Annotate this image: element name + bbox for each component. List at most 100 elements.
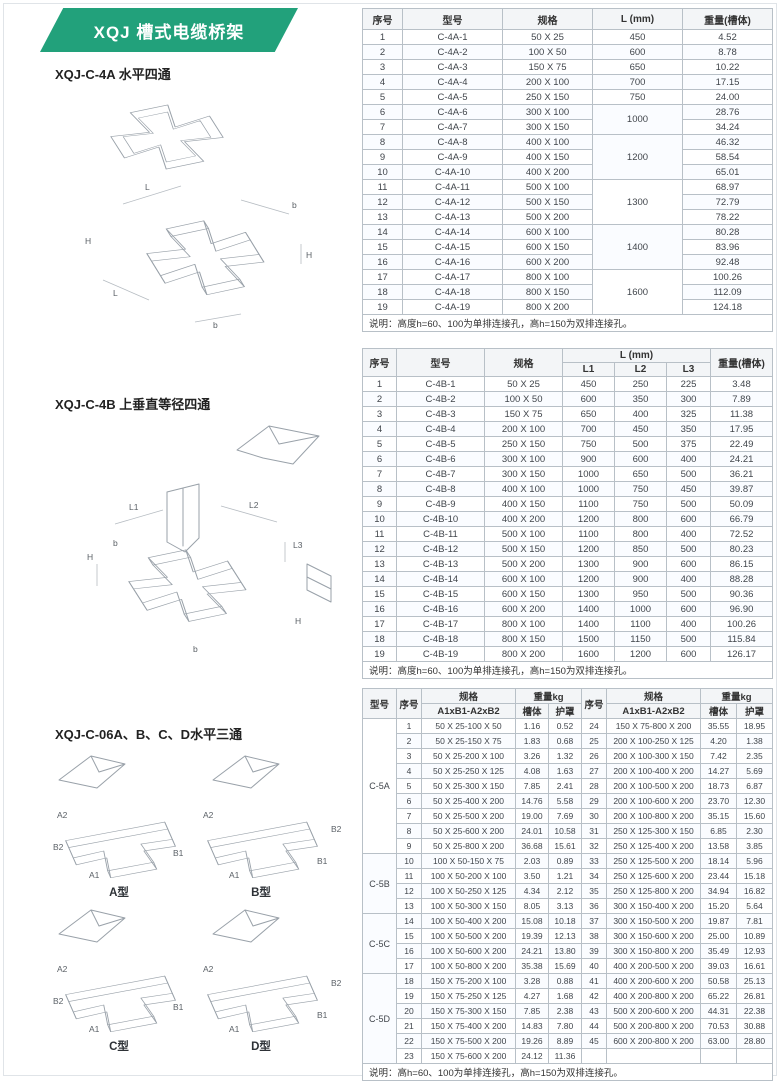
cell-spec: 50 X 25-400 X 200 (421, 793, 516, 809)
cell-spec: 50 X 25-600 X 200 (421, 823, 516, 839)
dim-label-b: b (213, 320, 218, 330)
cell-l3: 500 (666, 631, 711, 647)
cell-index: 18 (362, 284, 403, 300)
cell-l1: 1100 (562, 496, 615, 512)
cell-l1: 450 (562, 376, 615, 392)
dim-label-H: H (295, 616, 301, 626)
cell-model: C-4A-8 (402, 134, 503, 150)
channel-piece-outline (306, 563, 332, 603)
cell-l2: 350 (614, 391, 667, 407)
cell-body-weight: 14.83 (515, 1018, 549, 1034)
col-header-l1: L1 (562, 362, 615, 377)
cell-weight: 126.17 (710, 646, 773, 662)
cell-spec: 100 X 50-300 X 150 (421, 898, 516, 914)
cell-spec: 800 X 200 (502, 299, 593, 315)
cell-l3: 600 (666, 601, 711, 617)
cell-index: 20 (396, 1003, 422, 1019)
cell-weight: 100.26 (682, 269, 773, 285)
cell-model: C-4A-6 (402, 104, 503, 120)
cell-index: 3 (362, 406, 397, 422)
cell-index: 8 (362, 481, 397, 497)
cell-cover-weight: 5.64 (736, 898, 773, 914)
cell-l1: 1400 (562, 601, 615, 617)
cell-index: 14 (396, 913, 422, 929)
cell-spec: 500 X 100 (502, 179, 593, 195)
cell-spec: 250 X 125-300 X 150 (606, 823, 701, 839)
cell-index: 12 (362, 194, 403, 210)
cell-model: C-4B-3 (396, 406, 485, 422)
cell-index: 7 (362, 119, 403, 135)
cell-l3: 300 (666, 391, 711, 407)
cell-spec: 400 X 200 (502, 164, 593, 180)
cell-model: C-4B-13 (396, 556, 485, 572)
cell-index: 11 (362, 179, 403, 195)
cell-index: 13 (362, 556, 397, 572)
cell-model: C-4A-19 (402, 299, 503, 315)
cell-spec: 300 X 100 (484, 451, 563, 467)
cell-spec: 50 X 25-150 X 75 (421, 733, 516, 749)
cell-cover-weight: 2.35 (736, 748, 773, 764)
cell-body-weight: 24.12 (515, 1048, 549, 1064)
cell-index: 5 (362, 436, 397, 452)
cell-cover-weight: 6.87 (736, 778, 773, 794)
cell-spec: 100 X 50-600 X 200 (421, 943, 516, 959)
cell-empty (736, 1048, 773, 1064)
cell-index: 6 (362, 451, 397, 467)
cell-index: 33 (581, 853, 607, 869)
cell-spec: 50 X 25-300 X 150 (421, 778, 516, 794)
cell-body-weight: 18.73 (700, 778, 737, 794)
cell-length: 1400 (592, 224, 683, 270)
cell-index: 2 (362, 44, 403, 60)
cell-body-weight: 7.85 (515, 1003, 549, 1019)
cell-index: 4 (396, 763, 422, 779)
cell-spec: 400 X 200-500 X 200 (606, 958, 701, 974)
cell-index: 7 (362, 466, 397, 482)
cell-spec: 50 X 25-800 X 200 (421, 838, 516, 854)
cell-body-weight: 35.38 (515, 958, 549, 974)
cell-length: 650 (592, 59, 683, 75)
cell-spec: 50 X 25 (502, 29, 593, 45)
col-header-spec: 规格 (502, 8, 593, 30)
cell-index: 27 (581, 763, 607, 779)
cell-spec: 50 X 25-250 X 125 (421, 763, 516, 779)
cell-l1: 1200 (562, 571, 615, 587)
cell-spec: 300 X 100 (502, 104, 593, 120)
cell-l2: 900 (614, 556, 667, 572)
cell-index: 38 (581, 928, 607, 944)
cell-spec: 200 X 100 (484, 421, 563, 437)
cell-spec: 250 X 125-600 X 200 (606, 868, 701, 884)
cell-weight: 66.79 (710, 511, 773, 527)
drawing-c4a-four-way: L b H L b H (85, 98, 312, 330)
cell-cover-weight: 1.63 (548, 763, 582, 779)
cell-model: C-4A-12 (402, 194, 503, 210)
cell-spec: 250 X 125-500 X 200 (606, 853, 701, 869)
drawing-c4b-four-way: L1 L2 H b L3 b H (87, 425, 332, 654)
cell-index: 10 (362, 511, 397, 527)
cell-l1: 1100 (562, 526, 615, 542)
cell-body-weight: 19.00 (515, 808, 549, 824)
cell-l2: 450 (614, 421, 667, 437)
cell-model: C-4A-18 (402, 284, 503, 300)
cell-spec: 100 X 50-250 X 125 (421, 883, 516, 899)
col-header-index: 序号 (362, 348, 397, 377)
cell-spec: 150 X 75 (484, 406, 563, 422)
dim-label-A1: A1 (229, 1024, 240, 1034)
dim-label-L1: L1 (129, 502, 139, 512)
cell-index: 10 (396, 853, 422, 869)
cell-body-weight: 24.21 (515, 943, 549, 959)
cell-spec: 200 X 100-800 X 200 (606, 808, 701, 824)
cell-weight: 34.24 (682, 119, 773, 135)
cell-cover-weight: 30.88 (736, 1018, 773, 1034)
cell-spec: 400 X 150 (484, 496, 563, 512)
